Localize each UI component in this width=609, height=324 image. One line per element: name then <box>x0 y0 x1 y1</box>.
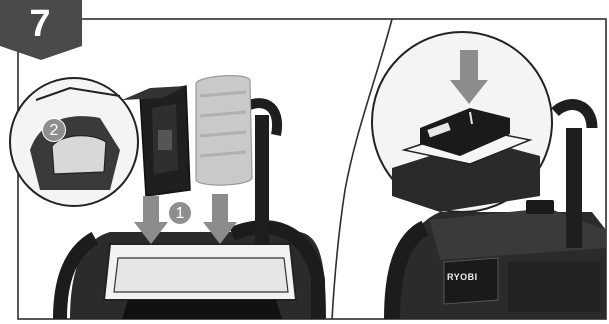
brand-logo: RYOBI <box>447 272 478 282</box>
battery-bay-inner <box>114 258 288 292</box>
battery-old-latch <box>158 130 172 150</box>
handle-post <box>255 115 269 245</box>
radio-display <box>508 262 600 312</box>
radio-front <box>122 300 282 319</box>
step-badge: 7 <box>0 0 82 58</box>
callout-2: 2 <box>42 118 66 142</box>
callout-1: 1 <box>168 201 192 225</box>
handle-post-r <box>566 128 582 248</box>
magnifier-contacts <box>52 136 106 174</box>
step-number: 7 <box>18 2 62 46</box>
switch-location <box>526 200 554 214</box>
